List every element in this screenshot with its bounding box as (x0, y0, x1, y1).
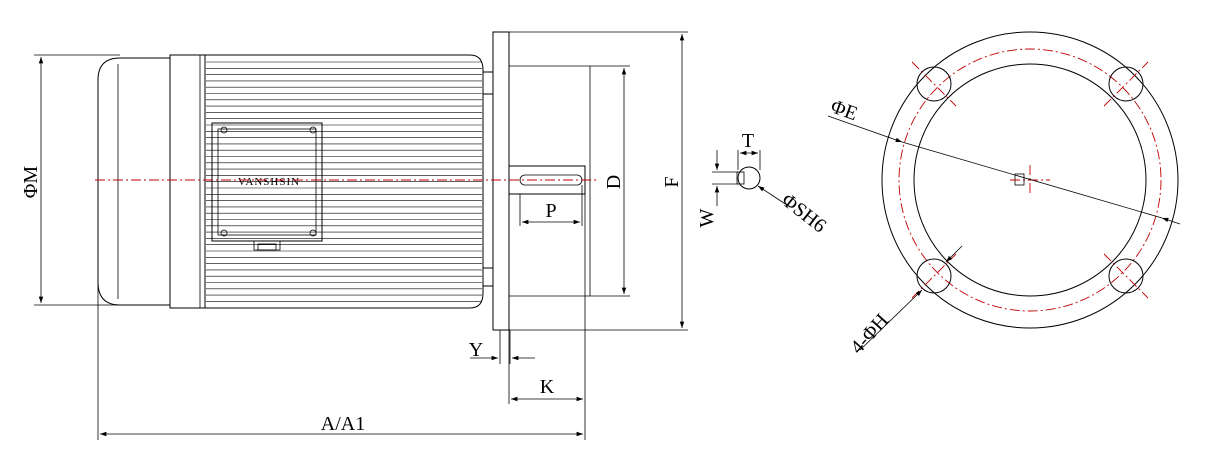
label-d: D (603, 175, 625, 189)
shaft-keyway (736, 171, 745, 185)
flange-plate (492, 31, 510, 331)
label-phi-sh6: ΦSH6 (777, 189, 830, 237)
terminal-box (211, 122, 323, 242)
brand-label: VANSHSIN (238, 176, 300, 188)
label-w: W (696, 208, 718, 227)
leader-phi-sh6 (757, 185, 791, 208)
fan-cover (97, 57, 171, 306)
bolt-hole-bottom-right (1108, 258, 1144, 294)
neck-upper (482, 71, 494, 95)
dim-phi-e (827, 115, 903, 143)
label-f: F (661, 176, 683, 187)
bolt-hole-top-left (916, 66, 952, 102)
pcd-circle (898, 48, 1162, 312)
shaft-detail: T W ΦSH6 (696, 130, 830, 237)
label-holes: 4-ΦH (846, 310, 893, 359)
label-phi-m: ΦM (20, 166, 42, 199)
label-a-a1: A/A1 (321, 413, 365, 435)
bolt-hole-top-right (1108, 66, 1144, 102)
bolt-hole-bottom-left (916, 258, 952, 294)
label-k: K (540, 376, 555, 398)
motor-body (204, 54, 484, 309)
neck-lower (482, 267, 494, 287)
flange-end-view: ΦE 4-ΦH (827, 31, 1181, 359)
shaft-section (737, 166, 761, 190)
label-p: P (545, 200, 556, 222)
side-view: VANSHSIN ΦM D F P (20, 31, 688, 440)
cooling-fins (206, 61, 482, 302)
center-shaft-end (1014, 173, 1025, 186)
label-y: Y (469, 339, 483, 361)
label-phi-e: ΦE (828, 95, 861, 125)
leader-holes (859, 289, 923, 351)
spigot-circle (913, 63, 1147, 297)
label-t: T (742, 130, 754, 152)
flange-outer-circle (881, 31, 1179, 329)
